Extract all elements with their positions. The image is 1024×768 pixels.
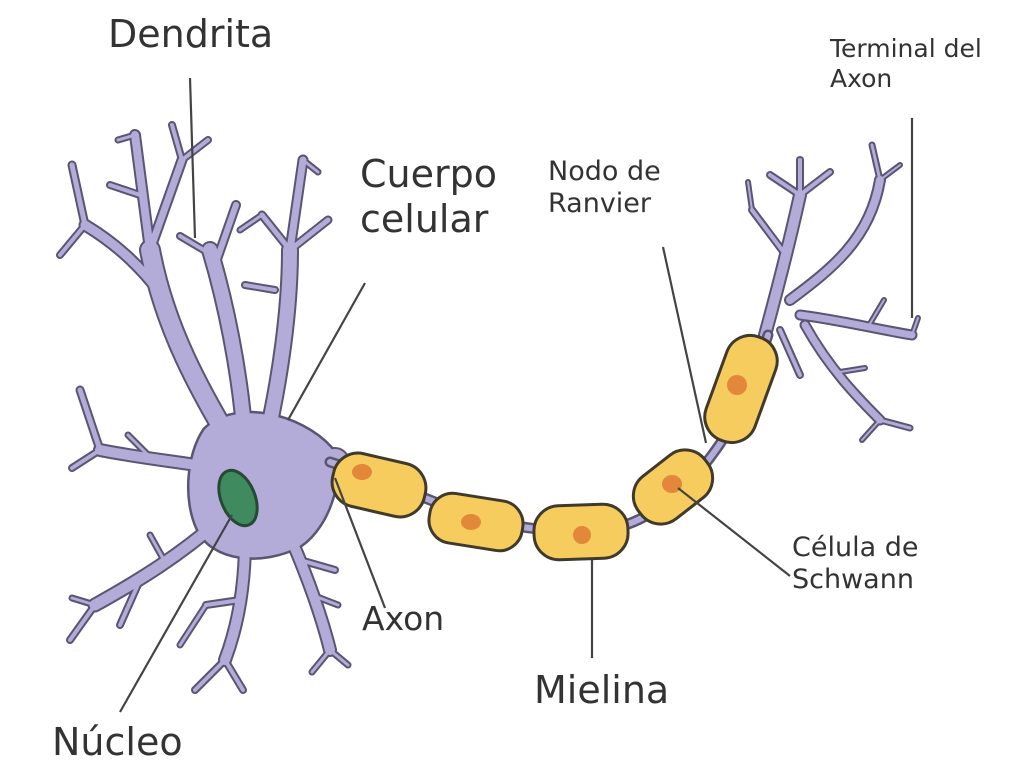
label-dendrita: Dendrita — [108, 12, 273, 57]
label-mielina-text: Mielina — [534, 668, 670, 712]
leader-line-nucleo — [119, 514, 233, 713]
schwann-nucleus — [727, 375, 747, 395]
label-celula-schwann-line-1: Célula de — [792, 532, 919, 563]
label-cuerpo-celular-line-2: celular — [360, 196, 489, 241]
schwann-nucleus — [461, 514, 481, 530]
myelin-segment — [330, 451, 428, 519]
schwann-nucleus — [352, 464, 372, 480]
leader-line-dendrita — [188, 77, 197, 239]
label-terminal-axon: Terminal del Axon — [830, 34, 982, 93]
label-cuerpo-celular: Cuerpo celular — [360, 152, 497, 242]
schwann-nucleus — [662, 475, 682, 493]
schwann-nucleus — [573, 526, 591, 544]
label-dendrita-text: Dendrita — [108, 12, 274, 56]
leader-line-axon — [333, 477, 387, 609]
label-nodo-ranvier: Nodo de Ranvier — [548, 156, 661, 220]
leader-line-cuerpo-celular — [287, 282, 366, 421]
label-nodo-ranvier-line-2: Ranvier — [548, 187, 652, 219]
label-terminal-axon-line-1: Terminal del — [830, 34, 982, 63]
label-axon: Axon — [362, 599, 445, 639]
label-axon-text: Axon — [362, 599, 445, 638]
label-celula-schwann-line-2: Schwann — [792, 563, 914, 595]
axon-terminal-group — [745, 141, 921, 443]
schwann-nuclei — [352, 375, 747, 544]
neuron-body-group — [56, 121, 352, 694]
label-nucleo: Núcleo — [52, 720, 183, 765]
label-nucleo-text: Núcleo — [52, 720, 183, 764]
label-cuerpo-celular-line-1: Cuerpo — [360, 152, 497, 196]
label-celula-schwann: Célula de Schwann — [792, 532, 918, 596]
label-nodo-ranvier-line-1: Nodo de — [548, 156, 661, 187]
leader-line-nodo-ranvier — [661, 246, 708, 444]
label-terminal-axon-line-2: Axon — [830, 63, 893, 93]
leader-lines — [119, 77, 914, 713]
cell-nucleus — [217, 468, 259, 528]
label-mielina: Mielina — [534, 668, 669, 713]
leader-line-celula-schwann — [677, 487, 791, 577]
